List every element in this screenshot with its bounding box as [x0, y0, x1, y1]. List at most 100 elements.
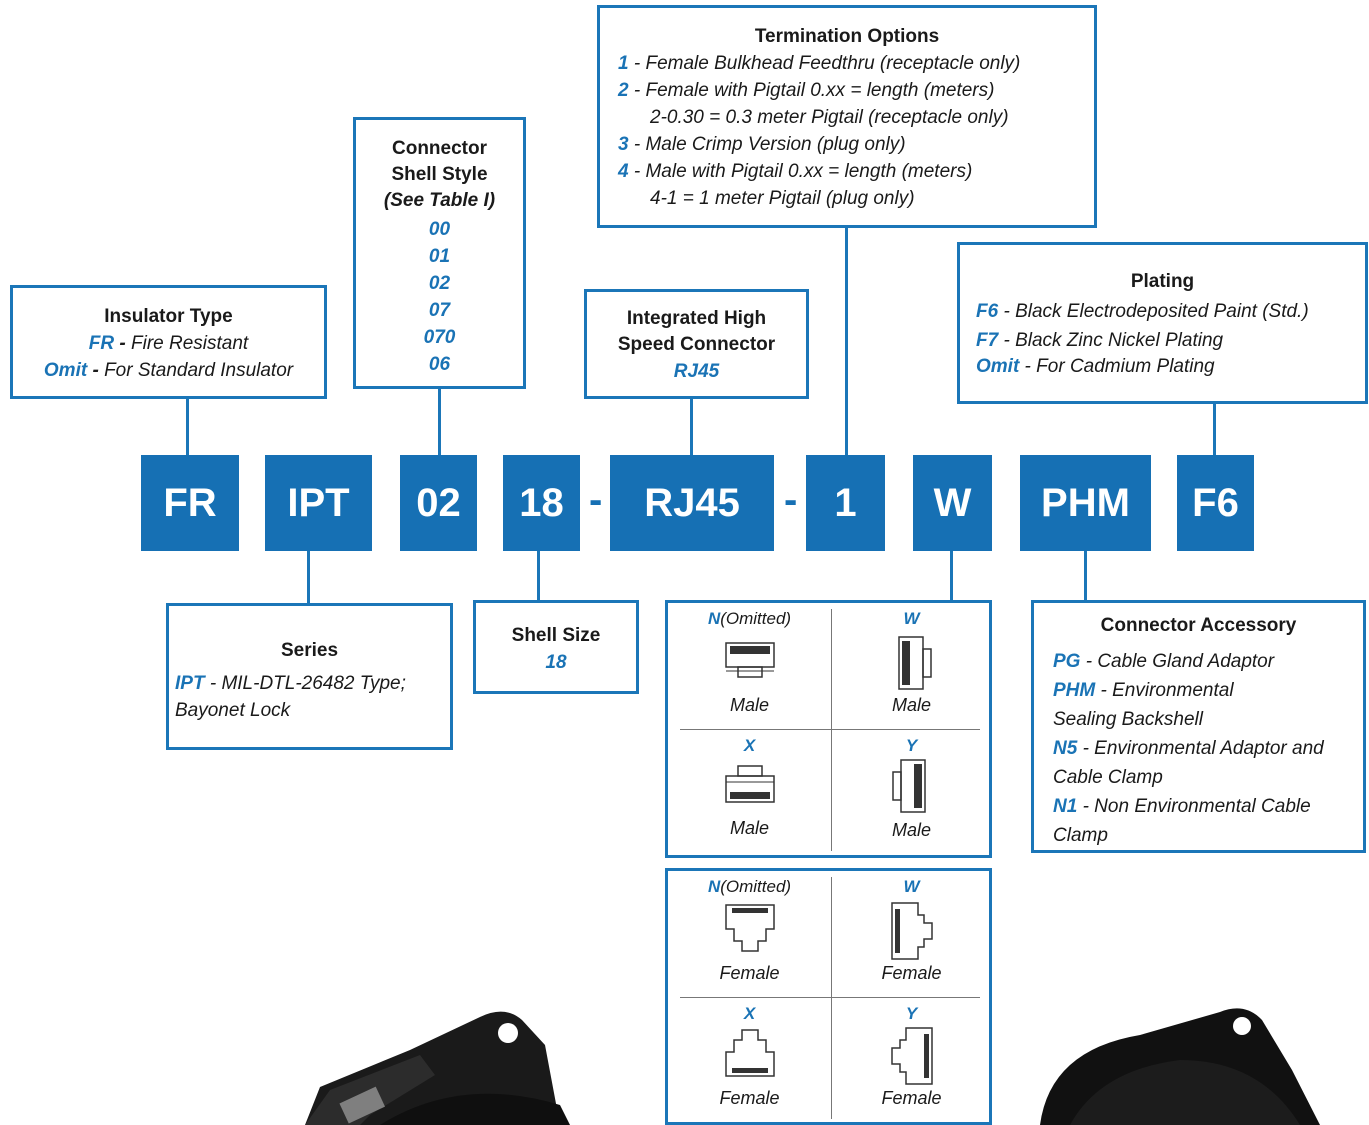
series-title: Series: [280, 640, 339, 661]
orientation-caption: Female: [719, 1088, 780, 1108]
shell-style-value: 07: [428, 300, 451, 321]
termination-text: - Male with Pigtail 0.xx = length (meter…: [628, 161, 973, 182]
series-text: - MIL-DTL-26482 Type;: [204, 673, 406, 694]
termination-row: 2 - Female with Pigtail 0.xx = length (m…: [618, 77, 1094, 104]
orientation-caption: Female: [719, 963, 780, 983]
plating-code: F6: [976, 301, 999, 322]
female-jack-x-icon: [724, 1029, 775, 1077]
termination-code: 3: [618, 134, 629, 155]
code-block-rj45: RJ45: [610, 455, 774, 551]
code-block-fr: FR: [141, 455, 239, 551]
connector-line: [438, 387, 441, 455]
grid-divider: [680, 997, 980, 998]
male-jack-x-icon: [724, 765, 775, 803]
orientation-caption: Male: [729, 695, 769, 715]
plating-text: - Black Electrodeposited Paint (Std.): [998, 301, 1309, 322]
grid-divider: [680, 729, 980, 730]
connector-accessory-box: Connector Accessory PG - Cable Gland Ada…: [1031, 600, 1366, 853]
insulator-omit-text: For Standard Insulator: [104, 360, 294, 381]
orientation-key: Y: [905, 736, 918, 755]
connector-photo-left: [305, 1011, 570, 1125]
orientation-key: X: [743, 1004, 756, 1023]
accessory-row-cont: Clamp: [1053, 825, 1108, 846]
accessory-code: N1: [1053, 796, 1078, 817]
termination-text: - Female with Pigtail 0.xx = length (met…: [628, 80, 995, 101]
accessory-text: - Non Environmental Cable: [1077, 796, 1311, 817]
shell-style-value: 070: [423, 327, 456, 348]
termination-row: 4 - Male with Pigtail 0.xx = length (met…: [618, 158, 1094, 185]
accessory-title: Connector Accessory: [1100, 615, 1297, 636]
female-orientation-grid: N(Omitted) Female W Female X Female Y Fe…: [665, 868, 992, 1125]
connector-line: [307, 550, 310, 605]
series-code: IPT: [175, 673, 205, 694]
orientation-cell: W Male: [831, 609, 992, 716]
female-jack-w-icon: [890, 902, 933, 960]
shell-style-values: 00 01 02 07 070 06: [356, 216, 523, 378]
code-omit: Omit: [43, 360, 88, 381]
integrated-connector-box: Integrated High Speed Connector RJ45: [584, 289, 809, 399]
shell-style-subtitle: (See Table I): [383, 190, 496, 211]
connector-line: [950, 550, 953, 600]
plating-row: F7 - Black Zinc Nickel Plating: [976, 326, 1365, 355]
termination-title: Termination Options: [754, 26, 940, 47]
code-block-shell-style: 02: [400, 455, 477, 551]
accessory-row: N5 - Environmental Adaptor and: [1053, 734, 1363, 763]
female-jack-n-icon: [724, 904, 775, 952]
orientation-key: N: [707, 609, 721, 628]
integrated-title-1: Integrated High: [626, 308, 767, 329]
termination-row: 3 - Male Crimp Version (plug only): [618, 131, 1094, 158]
connector-line: [186, 397, 189, 455]
connector-line: [845, 226, 848, 455]
accessory-text: - Environmental Adaptor and: [1077, 738, 1324, 759]
female-jack-y-icon: [890, 1027, 933, 1085]
code-block-ipt: IPT: [265, 455, 372, 551]
orientation-cell: X Male: [668, 736, 831, 839]
orientation-caption: Female: [881, 963, 942, 983]
code-block-termination: 1: [806, 455, 885, 551]
series-row: IPT - MIL-DTL-26482 Type;: [175, 670, 450, 697]
connector-line: [690, 397, 693, 455]
orientation-key: X: [743, 736, 756, 755]
connector-photo-right: [1040, 1008, 1320, 1125]
termination-text: - Male Crimp Version (plug only): [628, 134, 906, 155]
termination-row: 2-0.30 = 0.3 meter Pigtail (receptacle o…: [618, 104, 1094, 131]
connector-line: [1213, 402, 1216, 455]
termination-text: 2-0.30 = 0.3 meter Pigtail (receptacle o…: [650, 107, 1009, 128]
termination-code: 1: [618, 53, 629, 74]
orientation-cell: Y Male: [831, 736, 992, 841]
insulator-type-title: Insulator Type: [104, 306, 233, 327]
termination-row: 4-1 = 1 meter Pigtail (plug only): [618, 185, 1094, 212]
insulator-fr-row: FR - Fire Resistant: [13, 330, 324, 357]
orientation-cell: X Female: [668, 1004, 831, 1109]
orientation-key: Y: [905, 1004, 918, 1023]
orientation-key: W: [903, 609, 920, 628]
shell-style-value: 06: [428, 354, 451, 375]
male-jack-w-icon: [897, 636, 932, 690]
orientation-note: (Omitted): [720, 877, 792, 896]
shell-style-value: 01: [428, 246, 451, 267]
plating-code: Omit: [976, 356, 1020, 377]
plating-text: - For Cadmium Plating: [1019, 356, 1215, 377]
termination-text: 4-1 = 1 meter Pigtail (plug only): [650, 188, 915, 209]
dash-separator: -: [784, 478, 798, 522]
orientation-cell: Y Female: [831, 1004, 992, 1109]
orientation-caption: Female: [881, 1088, 942, 1108]
connector-line: [1084, 550, 1087, 600]
accessory-row: PG - Cable Gland Adaptor: [1053, 647, 1363, 676]
shell-size-title: Shell Size: [511, 625, 601, 646]
accessory-row-cont: Cable Clamp: [1053, 767, 1163, 788]
series-row-2: Bayonet Lock: [175, 700, 291, 721]
integrated-value: RJ45: [673, 361, 720, 382]
grid-divider: [831, 877, 832, 1119]
shell-style-title-2: Shell Style: [391, 164, 488, 185]
plating-row: Omit - For Cadmium Plating: [976, 355, 1365, 379]
separator: -: [87, 360, 105, 381]
insulator-omit-row: Omit - For Standard Insulator: [13, 357, 324, 384]
shell-style-title-1: Connector: [392, 138, 487, 159]
code-block-orientation: W: [913, 455, 992, 551]
accessory-code: N5: [1053, 738, 1078, 759]
orientation-caption: Male: [729, 818, 769, 838]
plating-title: Plating: [1130, 271, 1195, 292]
accessory-code: PHM: [1053, 680, 1096, 701]
code-block-shell-size: 18: [503, 455, 580, 551]
